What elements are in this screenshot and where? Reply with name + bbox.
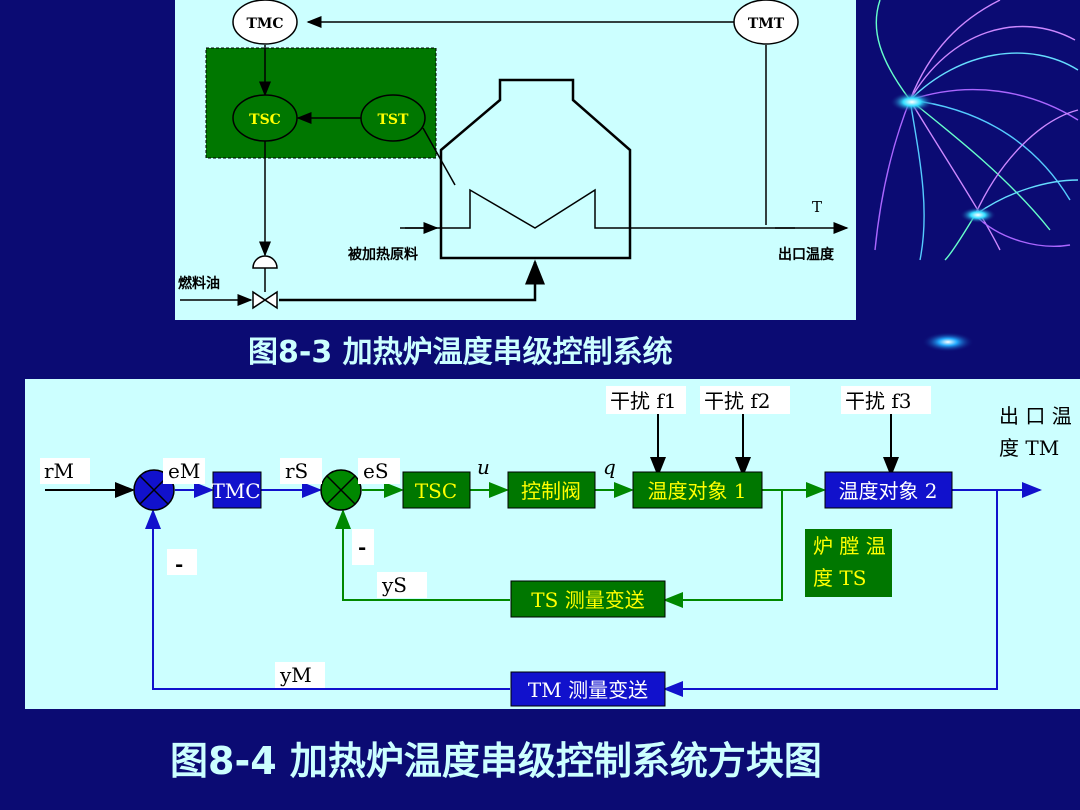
tmc-label: TMC: [246, 16, 283, 32]
furnace: [439, 78, 632, 260]
control-valve-block: 控制阀: [521, 479, 581, 503]
outlet-temp-label-2: 度 TM: [999, 436, 1059, 460]
process-diagram: TMC TMT TSC TST 燃料油 被加热原料 出口温度 T: [178, 0, 849, 310]
minus-sign-inner: -: [358, 535, 366, 559]
disturbance-f3-label: 干扰 f3: [845, 389, 911, 413]
furnace-temp-label-1: 炉 膛 温: [813, 534, 886, 558]
control-valve-icon: [252, 290, 278, 310]
furnace-temp-label-2: 度 TS: [813, 566, 866, 590]
figure-caption-8-3: 图8-3 加热炉温度串级控制系统: [248, 335, 673, 370]
rs-signal-label: rS: [285, 459, 308, 483]
tst-transmitter: TST: [360, 94, 426, 142]
fuel-oil-label: 燃料油: [178, 275, 220, 292]
tsc-label: TSC: [249, 112, 281, 128]
es-signal-label: eS: [363, 459, 389, 483]
minus-sign-outer: -: [175, 552, 183, 576]
t-label: T: [812, 198, 822, 216]
valve-actuator: [252, 255, 278, 269]
feed-material-label: 被加热原料: [348, 246, 418, 263]
tmc-block: TMC: [211, 479, 260, 503]
tmt-transmitter: TMT: [733, 0, 799, 45]
heating-coil: [405, 188, 795, 229]
temp-object-1-block: 温度对象 1: [647, 479, 746, 503]
q-signal-label: q: [603, 455, 616, 479]
tsc-block: TSC: [415, 479, 457, 503]
ym-signal-label: yM: [279, 663, 312, 687]
figure-caption-8-4: 图8-4 加热炉温度串级控制系统方块图: [170, 739, 822, 783]
process-diagram-panel: TMC TMT TSC TST 燃料油 被加热原料 出口温度 T: [175, 0, 856, 320]
ys-signal-label: yS: [381, 573, 407, 597]
summing-junction-inner: [320, 469, 362, 511]
disturbance-f1-label: 干扰 f1: [610, 389, 676, 413]
rm-signal-label: rM: [44, 459, 74, 483]
temp-object-2-block: 温度对象 2: [838, 479, 937, 503]
outlet-temp-label: 出口温度: [778, 246, 835, 263]
disturbance-f2-label: 干扰 f2: [704, 389, 770, 413]
em-signal-label: eM: [168, 459, 200, 483]
tst-label: TST: [378, 112, 410, 128]
u-signal-label: u: [477, 455, 490, 479]
tsc-controller: TSC: [232, 94, 298, 142]
outlet-temp-label-1: 出 口 温: [999, 404, 1072, 428]
tmc-controller: TMC: [232, 0, 298, 45]
ts-measure-block: TS 测量变送: [531, 588, 644, 612]
tm-measure-block: TM 测量变送: [528, 678, 648, 702]
block-diagram: TMC TSC 控制阀 温度对象 1 温度对象 2 TS 测量变送 TM 测量变…: [40, 386, 1072, 707]
block-diagram-panel: TMC TSC 控制阀 温度对象 1 温度对象 2 TS 测量变送 TM 测量变…: [25, 379, 1080, 709]
tmt-label: TMT: [748, 16, 785, 32]
